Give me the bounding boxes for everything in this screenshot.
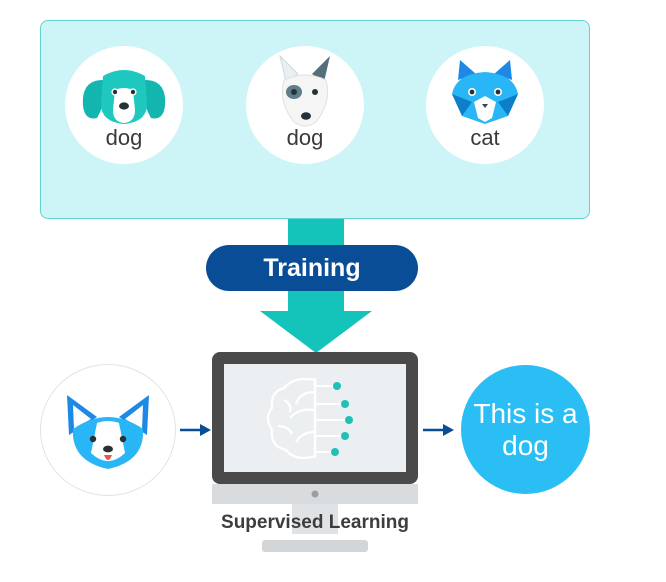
training-example-2: dog [246, 46, 364, 164]
corgi-icon [67, 395, 149, 469]
arrow-right-icon [423, 424, 454, 436]
example-label: dog [286, 125, 324, 150]
blue-cat-icon [452, 60, 518, 124]
diagram-caption: Supervised Learning [221, 512, 409, 533]
example-label: dog [105, 125, 143, 150]
brain-icon [266, 377, 316, 460]
training-label: Training [206, 245, 418, 291]
neural-network-nodes [315, 382, 353, 456]
teal-floppy-ear-dog-icon [82, 70, 166, 124]
example-label: cat [470, 125, 500, 150]
computer-monitor-icon [212, 352, 418, 552]
spotted-bull-terrier-icon [279, 54, 330, 127]
prediction-text: This is a dog [473, 397, 578, 461]
prediction-output: This is a dog [461, 365, 590, 494]
training-example-1: dog [65, 46, 183, 164]
input-example [40, 364, 176, 496]
training-example-3: cat [426, 46, 544, 164]
arrow-right-icon [180, 424, 211, 436]
